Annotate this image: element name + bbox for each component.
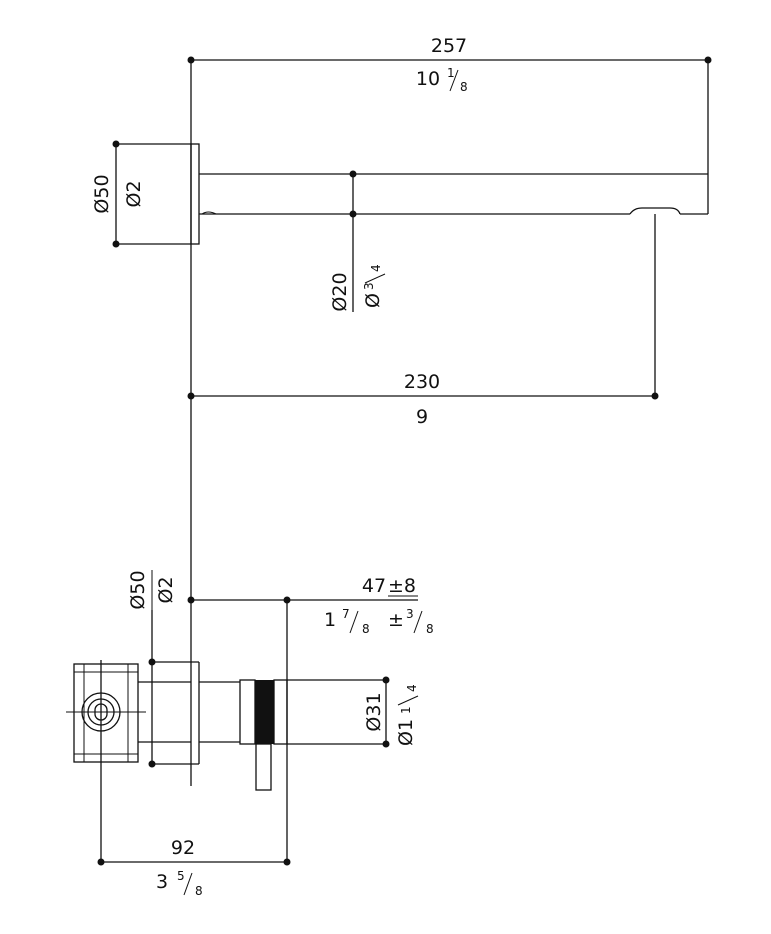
dim-dot [349, 170, 357, 178]
spout-tube-dia-mm: Ø20 [329, 272, 351, 311]
valve-projection-tol-in: ± [388, 609, 404, 631]
valve-handle-end [273, 679, 288, 745]
valve-drawing: Ø50 Ø2 47 ±8 1 7 8 ± 3 8 [66, 570, 434, 898]
valve-projection-tol-in-num: 3 [406, 607, 414, 621]
spout-tube-dia-in-num: 3 [362, 282, 376, 290]
dim-dot [187, 56, 195, 64]
dim-dot [112, 140, 120, 148]
valve-handle-knurl [255, 680, 274, 744]
dim-dot [704, 56, 712, 64]
valve-cartridge-outer [81, 692, 121, 732]
valve-handle-dia-mm: Ø31 [363, 692, 385, 731]
valve-cartridge-slot [94, 703, 108, 721]
valve-handle-dia-in-num: 1 [399, 706, 413, 714]
valve-projection-mm: 47 [362, 575, 386, 597]
valve-projection-in-num: 7 [342, 607, 350, 621]
spout-length-in-whole: 10 [416, 68, 440, 90]
dim-dot [187, 392, 195, 400]
valve-depth-in-den: 8 [195, 884, 203, 898]
valve-handle-dia-in-den: 4 [405, 684, 419, 692]
spout-plate-dia-in: Ø2 [123, 180, 145, 207]
valve-projection-in-den: 8 [362, 622, 370, 636]
spout-length-in-num: 1 [447, 66, 455, 80]
spout-length-mm: 257 [431, 35, 467, 57]
spout-reach-mm: 230 [404, 371, 440, 393]
fraction-slash [413, 610, 423, 634]
valve-depth-in-num: 5 [177, 869, 185, 883]
dim-dot [97, 858, 105, 866]
valve-depth-mm: 92 [171, 837, 195, 859]
valve-body-box [73, 663, 139, 763]
fraction-slash [449, 69, 459, 92]
dim-dot [283, 858, 291, 866]
spout-length-in-den: 8 [460, 80, 468, 94]
spout-plate-dia-mm: Ø50 [91, 174, 113, 213]
dim-dot [349, 210, 357, 218]
spout-tube-dia-in-den: 4 [369, 264, 383, 272]
valve-handle-collar [239, 679, 256, 745]
dim-dot [187, 596, 195, 604]
dim-dot [651, 392, 659, 400]
spout-drawing: 257 10 1 8 Ø50 Ø2 Ø20 Ø 3 4 230 [91, 35, 712, 786]
valve-projection-tol-in-den: 8 [426, 622, 434, 636]
valve-plate-dia-mm: Ø50 [127, 570, 149, 609]
fraction-slash [183, 872, 193, 896]
spout-tube-dia-in: Ø [362, 293, 384, 308]
valve-handle-dia-in: Ø1 [395, 719, 417, 746]
valve-cartridge-inner [87, 698, 115, 726]
spout-shadow-left [201, 211, 217, 215]
spout-reach-in: 9 [416, 406, 428, 428]
spout-outlet [629, 207, 681, 215]
valve-depth-in-whole: 3 [156, 871, 168, 893]
spout-wall-plate [190, 143, 200, 245]
valve-projection-in-whole: 1 [324, 609, 336, 631]
valve-lever [255, 743, 272, 791]
fraction-slash [364, 273, 386, 284]
valve-projection-tol-mm: ±8 [388, 575, 416, 597]
dim-dot [112, 240, 120, 248]
fraction-slash [349, 610, 359, 634]
valve-plate-dia-in: Ø2 [155, 576, 177, 603]
fraction-slash [397, 695, 419, 706]
